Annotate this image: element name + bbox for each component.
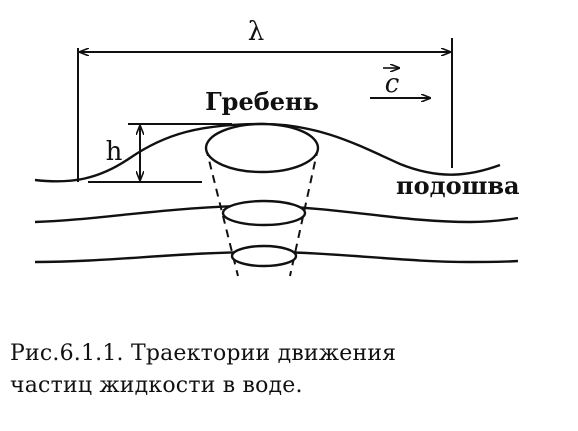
mid-depth-streamline <box>34 204 519 224</box>
velocity-label: c <box>385 69 400 99</box>
surface-particle-orbit <box>204 122 320 174</box>
orbit-decay-left-guide <box>205 147 239 277</box>
caption-line-2: частиц жидкости в воде. <box>10 373 303 398</box>
deep-particle-orbit <box>230 244 298 268</box>
trough-label: подошва <box>396 171 520 200</box>
orbit-decay-right-guide <box>289 147 319 277</box>
caption-line-1: Рис.6.1.1. Траектории движения <box>10 341 397 366</box>
mid-depth-particle-orbit <box>221 199 307 227</box>
height-label: h <box>106 137 123 167</box>
wavelength-label: λ <box>248 17 264 47</box>
crest-label: Гребень <box>205 87 319 116</box>
deep-streamline <box>34 250 519 264</box>
figure-caption: Рис.6.1.1. Траектории движения частиц жи… <box>10 338 570 402</box>
